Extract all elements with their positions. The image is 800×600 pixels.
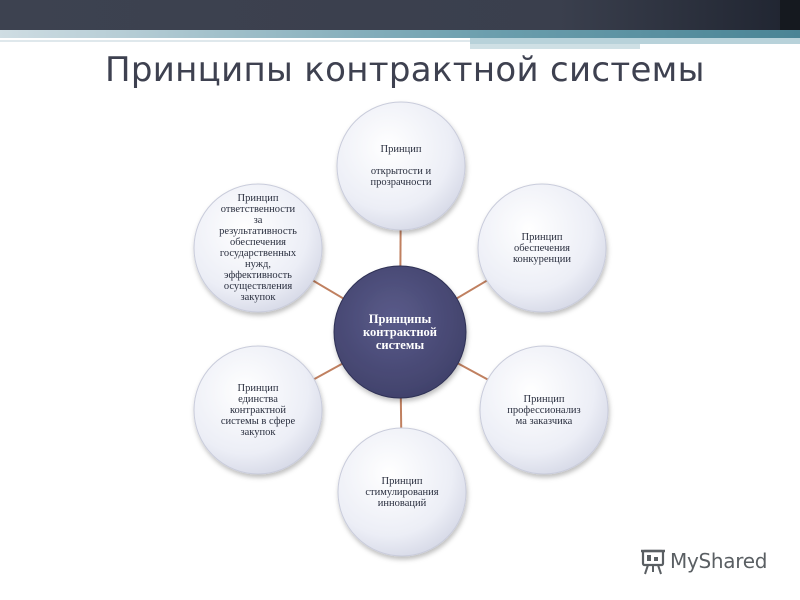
node-circle-lower-right	[479, 345, 609, 475]
node-label-top: Принцип открытости и прозрачности	[370, 144, 432, 188]
center-label: Принципы контрактной системы	[363, 311, 437, 352]
page-title: Принципы контрактной системы	[105, 50, 705, 90]
presentation-board-icon	[641, 549, 665, 575]
node-label-lower-left: Принцип единства контрактной системы в с…	[220, 382, 296, 438]
node-label-upper-right: Принцип обеспечения конкуренции	[512, 231, 572, 265]
header-band-lighter	[470, 44, 640, 49]
node-circles	[193, 101, 609, 557]
logo-text: MyShared	[670, 549, 768, 573]
node-circle-lower-left	[193, 345, 323, 475]
header-band-dark	[0, 0, 800, 30]
header-band-teal	[0, 30, 800, 38]
node-circle-upper-left	[193, 183, 323, 313]
myshared-logo: MyShared	[640, 546, 767, 576]
node-circle-top	[336, 101, 466, 231]
header-band-thin	[0, 40, 470, 42]
center-circle	[333, 265, 467, 399]
node-label-bottom: Принцип стимулирования инноваций	[365, 475, 439, 509]
header-band-light	[470, 38, 800, 44]
header-band-corner	[780, 0, 800, 30]
node-circle-upper-right	[477, 183, 607, 313]
node-circle-bottom	[337, 427, 467, 557]
node-label-lower-right: Принцип профессионализ ма заказчика	[507, 393, 581, 427]
node-label-upper-left: Принцип ответственности за результативно…	[219, 193, 297, 303]
